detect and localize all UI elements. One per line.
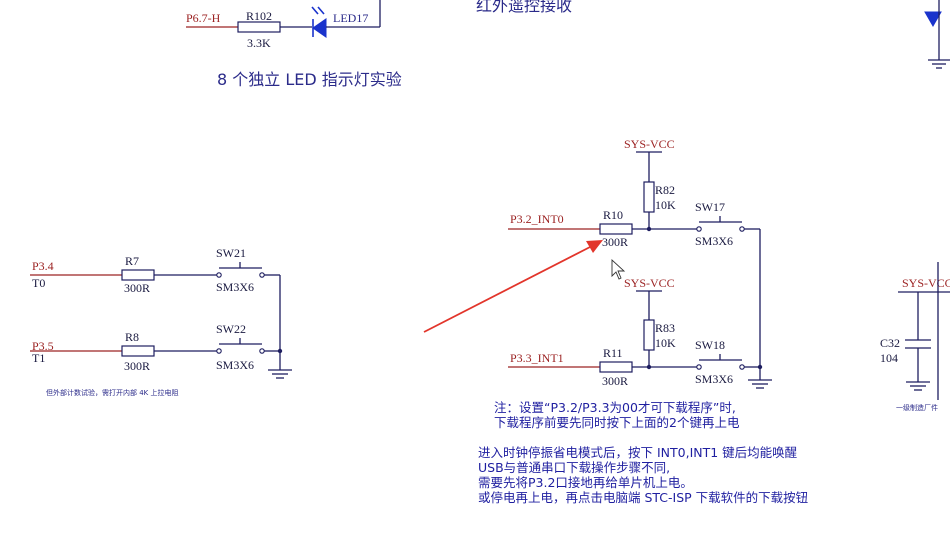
int1-net-label: P3.3_INT1 [510, 351, 564, 365]
mouse-cursor-icon [611, 258, 626, 280]
sw17-switch-icon [696, 216, 745, 232]
led-section: P6.7-H R102 3.3K LED17 8 个独立 LED 指示灯实验 [186, 0, 402, 89]
note2-line1: 进入时钟停振省电模式后，按下 INT0,INT1 键后均能唤醒 [478, 445, 798, 460]
right-vcc-label: SYS-VCC [902, 276, 950, 290]
mid-row1-junction [646, 226, 652, 232]
t0-label: T0 [32, 276, 45, 290]
mid-right-junction [757, 364, 763, 370]
r10-ref: R10 [603, 208, 623, 222]
sw17-type: SM3X6 [695, 234, 733, 248]
notes-block: 注：设置“P3.2/P3.3为00才可下载程序”时, 下载程序前要先同时按下上面… [478, 400, 808, 505]
sw21-ref: SW21 [216, 246, 246, 260]
ir-section-caption: 红外遥控接收 [476, 0, 572, 15]
mid-circuit: SYS-VCC R82 10K P3.2_INT0 R10 300R SW17 … [508, 137, 772, 389]
note1-line2: 下载程序前要先同时按下上面的2个键再上电 [494, 415, 740, 430]
right-footnote: 一级制造厂件 [896, 403, 938, 412]
vcc2-label: SYS-VCC [624, 276, 675, 290]
t1-label: T1 [32, 351, 45, 365]
c32-ref: C32 [880, 336, 900, 350]
p34-net-label: P3.4 [32, 259, 54, 273]
right-circuit: SYS-VCC C32 104 一级制造厂件 [880, 262, 950, 412]
note2-line2: USB与普通串口下载操作步骤不同, [478, 460, 670, 475]
r82-resistor [643, 181, 655, 213]
note2-line4: 或停电再上电，再点击电脑端 STC-ISP 下载软件的下载按钮 [478, 490, 808, 505]
sw17-ref: SW17 [695, 200, 725, 214]
sw21-switch-icon [216, 262, 265, 278]
sw22-switch-icon [216, 338, 265, 354]
left-circuit: P3.4 T0 R7 300R SW21 SM3X6 P3.5 T1 R8 30… [30, 246, 292, 397]
r7-value: 300R [124, 281, 150, 295]
top-right-fragment [924, 0, 950, 69]
c32-value: 104 [880, 351, 898, 365]
mid-ground-icon [748, 379, 772, 389]
sw21-type: SM3X6 [216, 280, 254, 294]
led-section-caption: 8 个独立 LED 指示灯实验 [217, 70, 402, 89]
left-ground-icon [268, 369, 292, 379]
sw22-type: SM3X6 [216, 358, 254, 372]
sw22-ref: SW22 [216, 322, 246, 336]
sw18-switch-icon [696, 354, 745, 370]
r8-resistor [121, 345, 155, 357]
r11-ref: R11 [603, 346, 623, 360]
p35-net-label: P3.5 [32, 339, 54, 353]
r83-ref: R83 [655, 321, 675, 335]
r10-resistor [599, 223, 633, 235]
r83-value: 10K [655, 336, 676, 350]
vcc1-label: SYS-VCC [624, 137, 675, 151]
led-resistor-value: 3.3K [247, 36, 271, 50]
left-junction [277, 348, 283, 354]
led-resistor [237, 21, 281, 33]
sw18-type: SM3X6 [695, 372, 733, 386]
r8-ref: R8 [125, 330, 139, 344]
note1-line1: 注：设置“P3.2/P3.3为00才可下载程序”时, [494, 400, 736, 415]
r11-resistor [599, 361, 633, 373]
r8-value: 300R [124, 359, 150, 373]
led-ref: LED17 [333, 11, 368, 25]
led-resistor-ref: R102 [246, 9, 272, 23]
r82-value: 10K [655, 198, 676, 212]
left-footnote: 但外部计数试验，需打开内部 4K 上拉电阻 [46, 388, 179, 397]
note2-line3: 需要先将P3.2口接地再给单片机上电。 [478, 475, 693, 490]
mid-row2-junction [646, 364, 652, 370]
right-ground-icon [906, 381, 930, 391]
annotation-arrow-icon [423, 240, 603, 333]
int0-net-label: P3.2_INT0 [510, 212, 564, 226]
led-net-label: P6.7-H [186, 11, 221, 25]
r82-ref: R82 [655, 183, 675, 197]
led-diode-icon [311, 6, 327, 38]
sw18-ref: SW18 [695, 338, 725, 352]
r10-value: 300R [602, 235, 628, 249]
r83-resistor [643, 319, 655, 351]
r7-ref: R7 [125, 254, 139, 268]
r11-value: 300R [602, 374, 628, 388]
r7-resistor [121, 269, 155, 281]
